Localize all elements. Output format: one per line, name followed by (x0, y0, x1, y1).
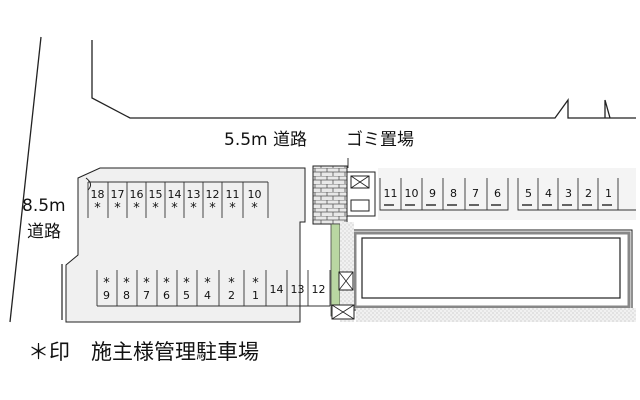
parking-slot: 14* (167, 188, 182, 216)
parking-slot: *6 (163, 276, 170, 302)
legend-label: ＊印 施主様管理駐車場 (28, 340, 259, 364)
road-boundary-left (9, 36, 42, 323)
parking-slot: 5 (525, 187, 532, 200)
parking-slot: *4 (204, 276, 211, 302)
parking-slot: 13 (290, 283, 305, 296)
parking-slot: 17* (110, 188, 125, 216)
parking-slot: 14 (269, 283, 284, 296)
garbage-label: ゴミ置場 (346, 130, 414, 150)
parking-slot: 12 (311, 283, 326, 296)
slot-outlines-right (379, 178, 636, 211)
right-parking-strip (378, 168, 636, 220)
parking-slot: 9 (429, 187, 436, 200)
parking-slot: *5 (183, 276, 190, 302)
parking-slot: 10 (404, 187, 419, 200)
building-hatched (353, 231, 631, 309)
parking-slot: *8 (123, 276, 130, 302)
dotted-ground (356, 308, 636, 322)
parking-slot: *7 (143, 276, 150, 302)
road-top-label: 5.5m 道路 (224, 130, 307, 150)
parking-slot: *9 (103, 276, 110, 302)
parking-slot: 3 (565, 187, 572, 200)
parking-slot: 16* (129, 188, 144, 216)
parking-slot: *1 (252, 276, 259, 302)
parking-slot: 18* (90, 188, 105, 216)
walkway (330, 223, 341, 317)
building-inner (361, 237, 621, 299)
parking-slot: 7 (472, 187, 479, 200)
parking-slot: 4 (545, 187, 552, 200)
road-left-width-label: 8.5m (22, 196, 66, 216)
brick-wall (312, 165, 348, 225)
slot-outlines-top-left (87, 181, 269, 218)
road-left-word-label: 道路 (27, 222, 61, 242)
parking-slot: 13* (186, 188, 201, 216)
parking-slot: 10* (247, 188, 262, 216)
parking-slot: 6 (494, 187, 501, 200)
parking-slot: 11* (225, 188, 240, 216)
slot-outlines-bottom-left (96, 270, 331, 307)
parking-slot: 12* (205, 188, 220, 216)
lot-paved-area (65, 167, 306, 323)
parking-slot: 2 (585, 187, 592, 200)
parking-slot: 8 (450, 187, 457, 200)
parking-slot: *2 (228, 276, 235, 302)
parking-slot: 11 (383, 187, 398, 200)
parking-slot: 15* (148, 188, 163, 216)
road-boundary-top (91, 40, 636, 119)
parking-slot: 1 (605, 187, 612, 200)
